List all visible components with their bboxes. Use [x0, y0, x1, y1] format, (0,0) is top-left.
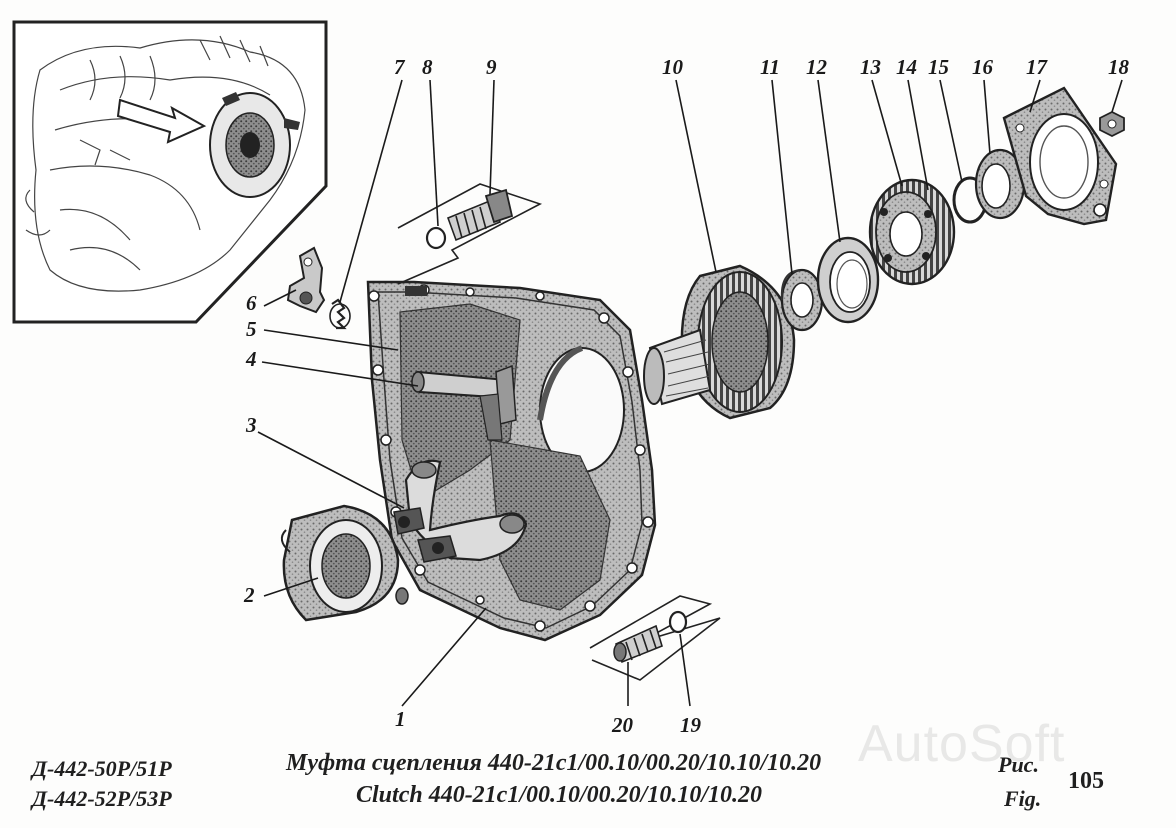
- callout-17: 17: [1026, 55, 1049, 79]
- clutch-housing-part: [366, 280, 657, 642]
- callout-3: 3: [245, 413, 257, 437]
- callout-20: 20: [611, 713, 634, 737]
- callout-5: 5: [246, 317, 257, 341]
- callout-4: 4: [245, 347, 257, 371]
- leader-lines: [257, 79, 1123, 707]
- callout-6: 6: [246, 291, 257, 315]
- lower-bolt-group: [589, 595, 721, 681]
- callout-labels: 1 2 3 4 5 6 7 8 9 10 11 12 13 14 15 16 1…: [243, 55, 1130, 737]
- callout-1: 1: [395, 707, 406, 731]
- flange-part: [1002, 86, 1118, 226]
- seal-part: [816, 236, 880, 324]
- upper-bolt-group: [397, 183, 543, 285]
- gear-bearing-part: [868, 178, 956, 286]
- bearing-part: [780, 268, 824, 332]
- engine-inset: [12, 20, 328, 324]
- callout-7: 7: [394, 55, 406, 79]
- callout-14: 14: [896, 55, 917, 79]
- callout-2: 2: [243, 583, 255, 607]
- caption-title-ru: Муфта сцепления 440-21с1/00.10/00.20/10.…: [286, 750, 822, 776]
- model-line-2: Д-442-52Р/53Р: [32, 786, 172, 811]
- clutch-shaft-assembly-part: [643, 264, 796, 420]
- callout-18: 18: [1108, 55, 1130, 79]
- callout-15: 15: [928, 55, 949, 79]
- nut-part: [1099, 110, 1125, 138]
- fig-label-ru: Рис.: [998, 752, 1039, 777]
- callout-10: 10: [662, 55, 684, 79]
- callout-11: 11: [760, 55, 780, 79]
- callout-12: 12: [806, 55, 828, 79]
- release-fork-part: [393, 459, 528, 563]
- fig-label-en: Fig.: [1004, 786, 1042, 811]
- caption-title-en: Clutch 440-21с1/00.10/00.20/10.10/10.20: [356, 782, 763, 808]
- callout-13: 13: [860, 55, 881, 79]
- figure-number: 105: [1068, 768, 1104, 794]
- callout-19: 19: [680, 713, 702, 737]
- callout-16: 16: [972, 55, 994, 79]
- callout-9: 9: [486, 55, 497, 79]
- bushing-part: [974, 148, 1026, 220]
- lever-part: [286, 246, 326, 314]
- spring-part: [329, 298, 351, 330]
- callout-8: 8: [422, 55, 433, 79]
- watermark: AutoSoft: [858, 715, 1066, 773]
- release-bearing-part: [280, 504, 409, 622]
- model-line-1: Д-442-50Р/51Р: [32, 756, 172, 781]
- release-shaft-part: [411, 364, 517, 441]
